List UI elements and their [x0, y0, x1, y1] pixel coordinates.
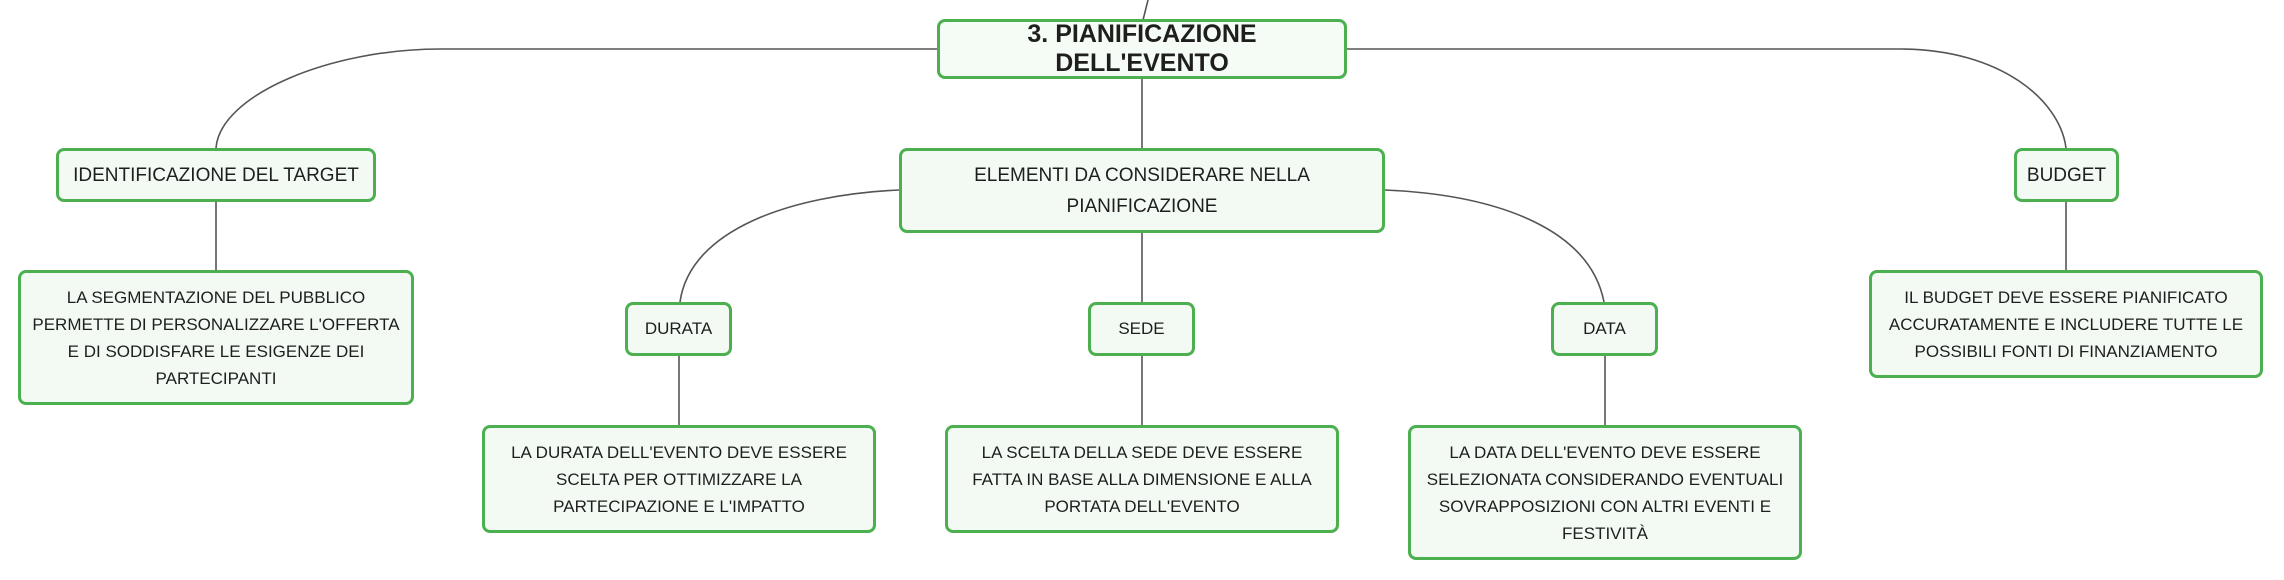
sede-note[interactable]: LA SCELTA DELLA SEDE DEVE ESSERE FATTA I… [945, 425, 1339, 533]
sede-node[interactable]: SEDE [1088, 302, 1195, 356]
connector-elements-data [1384, 189, 1605, 303]
target-note[interactable]: LA SEGMENTAZIONE DEL PUBBLICO PERMETTE D… [18, 270, 414, 405]
connector-root-target [215, 48, 937, 149]
connector-incoming [1142, 0, 1149, 21]
root-node[interactable]: 3. PIANIFICAZIONE DELL'EVENTO [937, 19, 1347, 79]
target-node[interactable]: IDENTIFICAZIONE DEL TARGET [56, 148, 376, 202]
elements-node[interactable]: ELEMENTI DA CONSIDERARE NELLA PIANIFICAZ… [899, 148, 1385, 233]
connector-elements-durata [679, 189, 900, 303]
data-note[interactable]: LA DATA DELL'EVENTO DEVE ESSERE SELEZION… [1408, 425, 1802, 560]
connector-root-budget [1347, 48, 2067, 149]
durata-node[interactable]: DURATA [625, 302, 732, 356]
data-node[interactable]: DATA [1551, 302, 1658, 356]
durata-note[interactable]: LA DURATA DELL'EVENTO DEVE ESSERE SCELTA… [482, 425, 876, 533]
budget-node[interactable]: BUDGET [2014, 148, 2119, 202]
budget-note[interactable]: IL BUDGET DEVE ESSERE PIANIFICATO ACCURA… [1869, 270, 2263, 378]
